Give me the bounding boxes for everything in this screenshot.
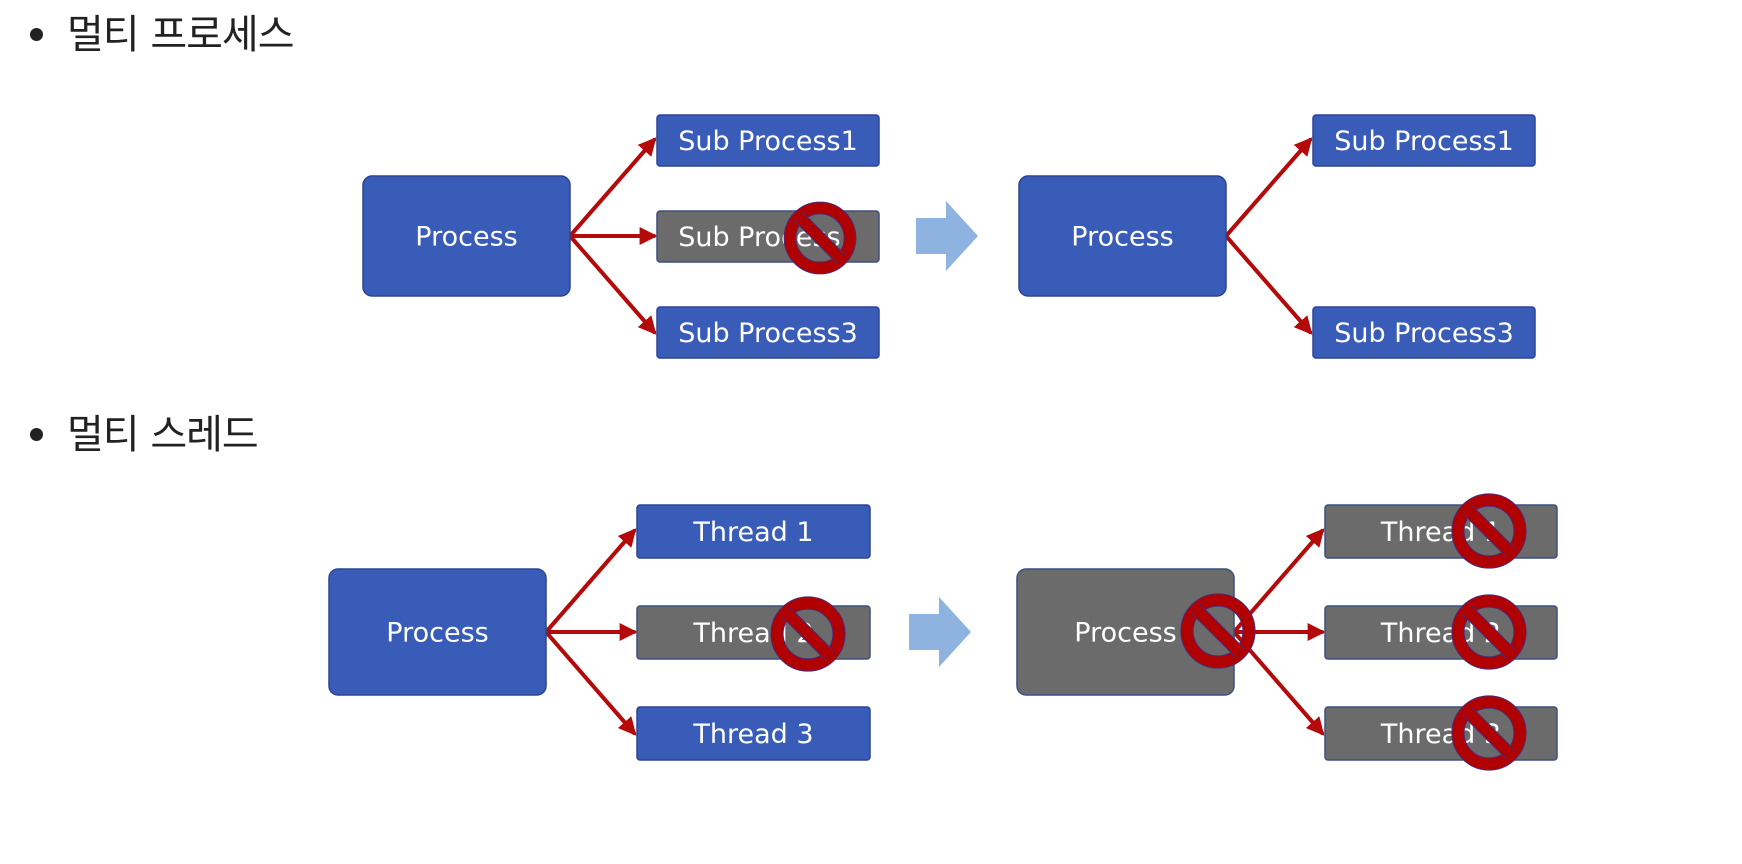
- thread-process-box-label: Process: [386, 618, 488, 649]
- connector-arrow: [544, 630, 637, 736]
- connector-arrow: [568, 234, 657, 335]
- child-box-1-label: Sub Process1: [678, 126, 858, 157]
- no-entry-icon: [1451, 695, 1527, 771]
- thread-process-box-right-box: [1016, 568, 1235, 696]
- child-box-right-2: Sub Process3: [1312, 306, 1536, 359]
- right-arrow-icon: [916, 201, 978, 271]
- child-box-right-1-box: [1312, 114, 1536, 167]
- right-arrow-icon: [909, 597, 971, 667]
- thread-process-box: Process: [328, 568, 547, 696]
- connector-layer: [544, 137, 1326, 736]
- no-entry-icon: [1451, 493, 1527, 569]
- child-box-3-box: [656, 306, 880, 359]
- section-heading-multi-thread: 멀티 스레드: [67, 412, 259, 458]
- bullet-dot: [30, 27, 43, 41]
- no-entry-icon: [770, 596, 846, 672]
- child-box-right-2-box: [1312, 306, 1536, 359]
- process-box-right: Process: [1018, 175, 1227, 297]
- thread-box-3-label: Thread 3: [692, 719, 813, 750]
- process-box-right-box: [1018, 175, 1227, 297]
- connector-arrow: [544, 528, 637, 634]
- child-box-1: Sub Process1: [656, 114, 880, 167]
- process-box-label: Process: [415, 222, 517, 253]
- thread-box-1: Thread 1: [636, 504, 871, 559]
- child-box-right-1-label: Sub Process1: [1334, 126, 1514, 157]
- connector-arrow: [1224, 234, 1313, 335]
- bullet-dot: [30, 427, 43, 441]
- thread-process-box-box: [328, 568, 547, 696]
- child-box-3: Sub Process3: [656, 306, 880, 359]
- no-entry-icon: [783, 201, 857, 275]
- child-box-right-1: Sub Process1: [1312, 114, 1536, 167]
- connector-arrow: [1224, 137, 1313, 238]
- no-entry-icon: [1451, 594, 1527, 670]
- thread-box-3: Thread 3: [636, 706, 871, 761]
- marker-layer: [770, 201, 1527, 771]
- bullet-multi-thread: 멀티 스레드: [30, 402, 259, 460]
- no-entry-icon: [1180, 593, 1256, 669]
- process-box-box: [362, 175, 571, 297]
- process-box: Process: [362, 175, 571, 297]
- child-box-3-label: Sub Process3: [678, 318, 858, 349]
- child-box-right-2-label: Sub Process3: [1334, 318, 1514, 349]
- thread-process-box-right-label: Process: [1074, 618, 1176, 649]
- process-box-right-label: Process: [1071, 222, 1173, 253]
- child-box-1-box: [656, 114, 880, 167]
- thread-process-box-right: Process: [1016, 568, 1235, 696]
- connector-arrow: [568, 137, 657, 238]
- thread-box-3-box: [636, 706, 871, 761]
- section-heading-multi-process: 멀티 프로세스: [67, 12, 295, 58]
- thread-box-1-label: Thread 1: [692, 517, 813, 548]
- thread-box-1-box: [636, 504, 871, 559]
- bullet-multi-process: 멀티 프로세스: [30, 2, 295, 60]
